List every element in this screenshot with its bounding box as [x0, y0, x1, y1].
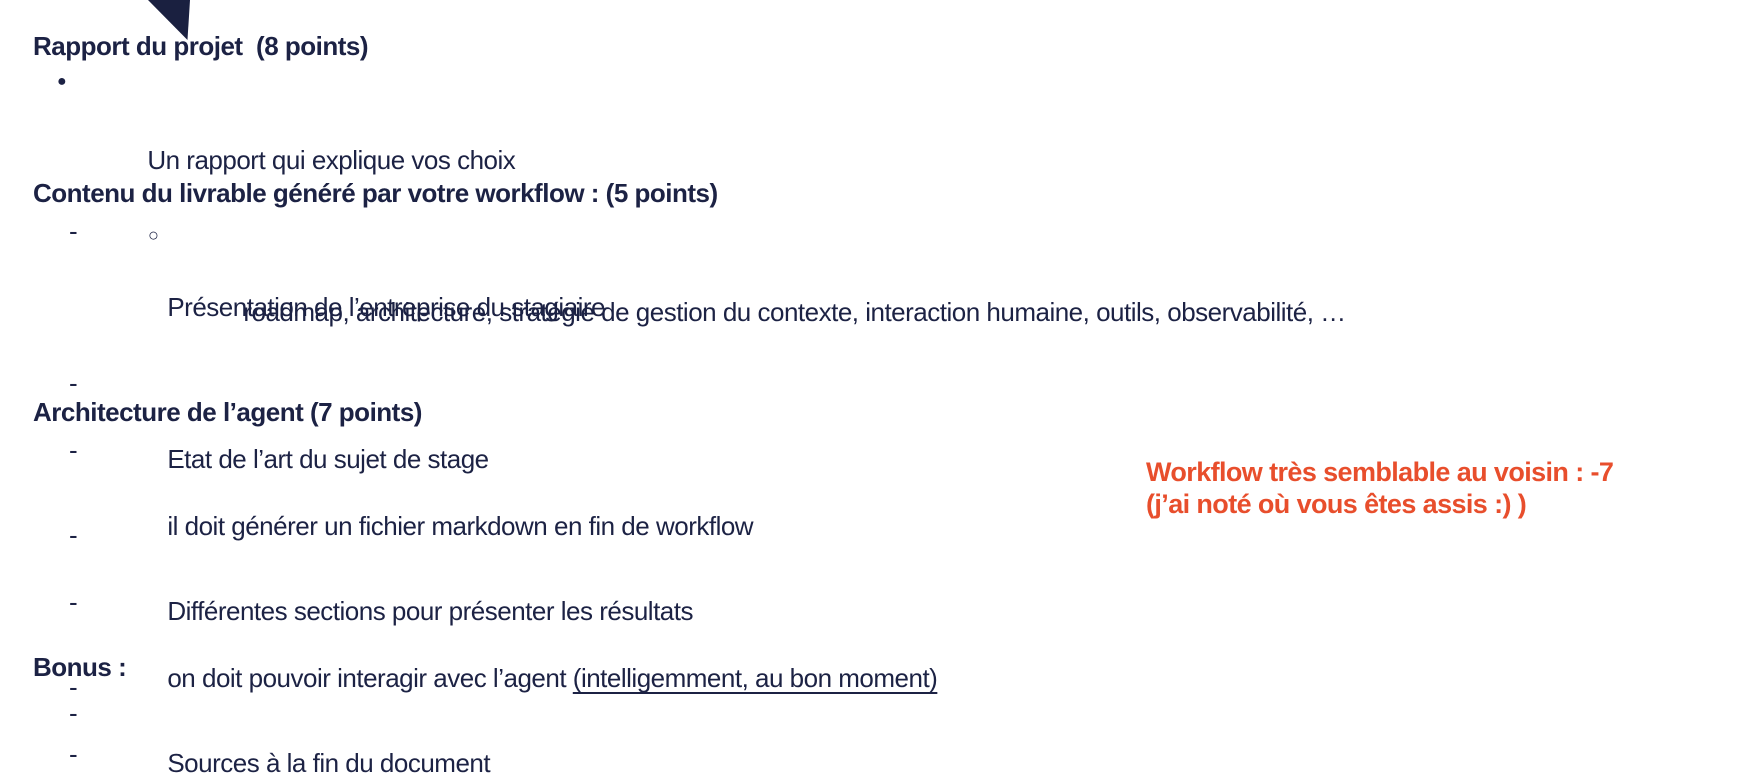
dash-marker: - [69, 698, 78, 728]
list-item-text: roadmap, architecture, stratégie de gest… [243, 297, 1346, 327]
list-item-text: Un rapport qui explique vos choix [147, 145, 516, 175]
dash-marker: - [69, 739, 78, 769]
list-item: ● Un rapport qui explique vos choix [0, 65, 1743, 217]
section-heading: Rapport du projet (8 points) [33, 31, 369, 61]
annotation-line: Workflow très semblable au voisin : -7 [1146, 457, 1614, 487]
list-item-text: 1 point : Fichier PDF [167, 774, 394, 779]
list-item-text: on doit pouvoir interagir avec l’agent [167, 663, 573, 693]
section-heading: Bonus : [33, 652, 127, 682]
dash-marker: - [69, 672, 78, 702]
dash-marker: - [69, 435, 78, 465]
list-item: - Sources à la fin du document [0, 668, 1743, 779]
bullet-marker: ● [57, 73, 67, 90]
section-contenu-du-livrable: Contenu du livrable généré par votre wor… [0, 174, 1743, 779]
list-item-text: il doit générer un fichier markdown en f… [167, 511, 754, 541]
list-item: - on doit pouvoir interagir avec l’agent… [0, 583, 1743, 735]
list-item: - il doit générer un fichier markdown en… [0, 431, 1743, 583]
section-architecture-de-l-agent: Architecture de l’agent (7 points) - il … [0, 393, 1743, 779]
list-item-text: Etat de l’art du sujet de stage [167, 444, 489, 474]
list-item: - 1 point : Fichier PDF [0, 694, 1743, 779]
section-heading: Architecture de l’agent (7 points) [33, 397, 422, 427]
list-item: - Différentes sections pour présenter le… [0, 516, 1743, 668]
circle-marker: ○ [148, 225, 159, 245]
list-item-text: Présentation de l’entreprise du stagiair… [167, 292, 606, 322]
list-item-text: Sources à la fin du document [167, 748, 491, 778]
dash-marker: - [69, 368, 78, 398]
underlined-phrase: (intelligemment, au bon moment) [572, 663, 938, 693]
dash-marker: - [69, 216, 78, 246]
dash-marker: - [69, 587, 78, 617]
list-item: ○ roadmap, architecture, stratégie de ge… [0, 217, 1743, 369]
section-heading: Contenu du livrable généré par votre wor… [33, 178, 718, 208]
section-bonus: Bonus : - 1 point : Fichier PDF - 2 poin… [0, 648, 1743, 779]
list-item-text: Différentes sections pour présenter les … [167, 596, 693, 626]
list-item: - on doit pouvoir l’arrêter et le repren… [0, 735, 1743, 779]
list-item: - Etat de l’art du sujet de stage [0, 364, 1743, 516]
list-item: - Présentation de l’entreprise du stagia… [0, 212, 1743, 364]
section-rapport-du-projet: Rapport du projet (8 points) ● Un rappor… [0, 27, 1743, 369]
grader-annotation: Workflow très semblable au voisin : -7 (… [1146, 456, 1614, 520]
annotation-line: (j’ai noté où vous êtes assis :) ) [1146, 489, 1527, 519]
dash-marker: - [69, 520, 78, 550]
